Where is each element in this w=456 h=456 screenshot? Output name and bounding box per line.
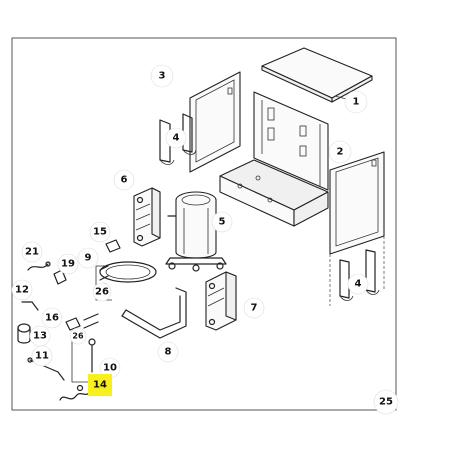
- callout-13: 13: [29, 325, 51, 347]
- svg-text:7: 7: [251, 303, 258, 314]
- callout-25: 25: [373, 389, 399, 415]
- callout-10: 10: [99, 357, 121, 379]
- svg-text:9: 9: [85, 253, 92, 264]
- part-cable-21: [27, 261, 51, 271]
- svg-text:6: 6: [121, 175, 128, 186]
- callout-26b: 26: [69, 327, 87, 345]
- part-wire-14: [59, 384, 91, 401]
- part-pipe-loop-8: [121, 287, 187, 339]
- callout-26a: 26: [92, 282, 112, 302]
- callout-5: 5: [211, 211, 233, 233]
- svg-text:21: 21: [25, 247, 39, 258]
- callout-8: 8: [157, 341, 179, 363]
- callout-1: 1: [344, 90, 368, 114]
- svg-text:26: 26: [72, 332, 84, 341]
- part-heat-exchanger-bottom: [205, 271, 237, 331]
- part-fitting-16: [65, 317, 81, 331]
- svg-text:26: 26: [95, 287, 109, 298]
- callout-7: 7: [243, 297, 265, 319]
- part-sensor-15: [105, 239, 121, 253]
- part-side-panel-left: [189, 71, 241, 173]
- svg-text:14: 14: [93, 380, 107, 391]
- callout-15: 15: [89, 221, 111, 243]
- callout-4b: 4: [347, 273, 369, 295]
- svg-text:3: 3: [159, 71, 166, 82]
- part-top-lid: [261, 47, 373, 103]
- svg-text:1: 1: [353, 97, 360, 108]
- svg-text:8: 8: [165, 347, 172, 358]
- svg-text:13: 13: [33, 331, 47, 342]
- part-clip-19: [53, 269, 67, 285]
- svg-text:12: 12: [15, 285, 29, 296]
- part-pipe-12: [21, 301, 39, 311]
- callout-9: 9: [77, 247, 99, 269]
- part-compressor: [165, 191, 227, 272]
- part-heat-exchanger-top: [133, 187, 161, 247]
- svg-text:4: 4: [355, 279, 362, 290]
- svg-text:16: 16: [45, 313, 59, 324]
- part-cabinet-frame: [219, 91, 329, 227]
- callout-14: 14: [88, 374, 112, 396]
- callout-4a: 4: [165, 127, 187, 149]
- part-side-panel-right: [329, 151, 385, 255]
- callout-3: 3: [150, 64, 174, 88]
- part-kit-10: [71, 313, 99, 383]
- svg-text:2: 2: [337, 147, 344, 158]
- callout-12: 12: [11, 279, 33, 301]
- svg-text:10: 10: [103, 363, 117, 374]
- svg-text:4: 4: [173, 133, 180, 144]
- callout-2: 2: [328, 140, 352, 164]
- svg-text:25: 25: [379, 397, 393, 408]
- callout-19: 19: [57, 253, 79, 275]
- callout-21: 21: [21, 241, 43, 263]
- svg-text:15: 15: [93, 227, 107, 238]
- part-valve-13: [17, 323, 31, 344]
- diagram-frame: [11, 37, 397, 411]
- part-bracket-b: [339, 249, 380, 301]
- svg-text:5: 5: [219, 217, 226, 228]
- callout-6: 6: [113, 169, 135, 191]
- svg-text:19: 19: [61, 259, 75, 270]
- callout-11: 11: [31, 345, 53, 367]
- svg-text:11: 11: [35, 351, 49, 362]
- callout-16: 16: [41, 307, 63, 329]
- callout-14-highlight: [88, 374, 112, 396]
